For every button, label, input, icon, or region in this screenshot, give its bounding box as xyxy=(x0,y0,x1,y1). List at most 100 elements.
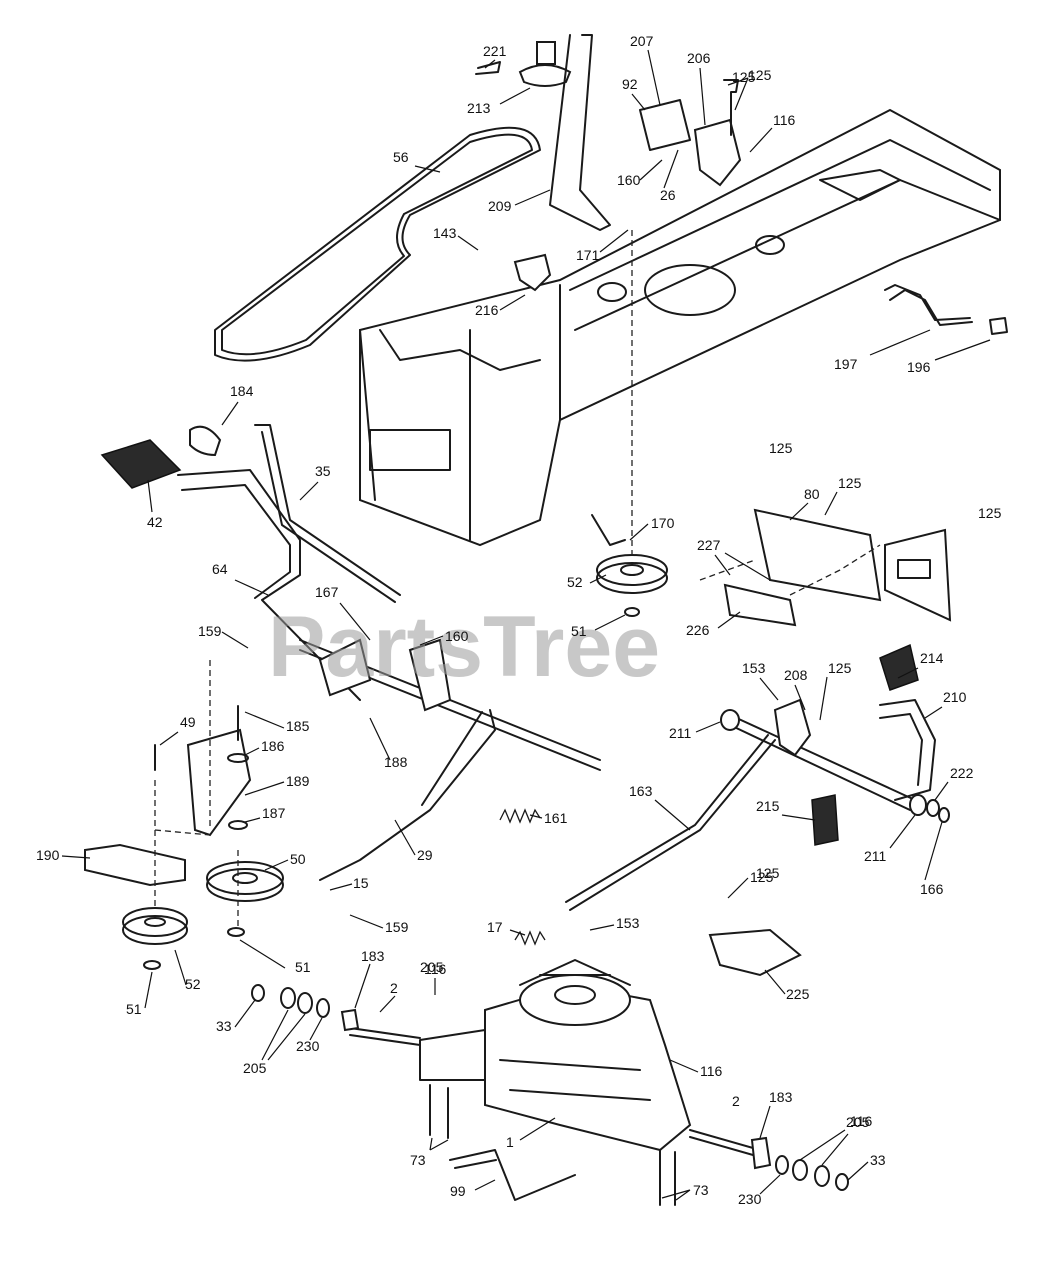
callout-label: 197 xyxy=(834,356,858,372)
axle-seal-183-right xyxy=(750,1136,772,1170)
callout-label: 2 xyxy=(390,980,398,996)
washer-51-a xyxy=(227,927,245,937)
bracket-216 xyxy=(513,253,552,292)
callouts: 221 213 207 92 206 125 116 56 160 26 209… xyxy=(36,33,1002,1207)
callout-label: 206 xyxy=(687,50,711,66)
callout-label: 56 xyxy=(393,149,409,165)
pulley-52-center xyxy=(596,554,668,594)
callout-label: 170 xyxy=(651,515,675,531)
rod-99 xyxy=(449,1149,576,1201)
callout-label: 222 xyxy=(950,765,974,781)
washer-205-right-b xyxy=(814,1165,830,1187)
bracket-167 xyxy=(318,638,372,697)
callout-label: 183 xyxy=(769,1089,793,1105)
callout-label: 166 xyxy=(920,881,944,897)
bolt-125-top xyxy=(723,79,739,136)
callout-label: 51 xyxy=(126,1001,142,1017)
callout-label: 211 xyxy=(669,725,692,741)
callout-label: 183 xyxy=(361,948,385,964)
bracket-207 xyxy=(639,99,691,151)
washer-51-center xyxy=(624,607,640,617)
callout-label: 221 xyxy=(483,43,507,59)
washer-205-right-a xyxy=(792,1159,808,1181)
callout-label: 35 xyxy=(315,463,331,479)
callout-label: 230 xyxy=(738,1191,762,1207)
callout-label: 205 xyxy=(243,1060,267,1076)
pad-215 xyxy=(811,794,839,846)
dash-right xyxy=(699,544,881,596)
callout-label: 116 xyxy=(773,112,796,128)
callout-label: 226 xyxy=(686,622,710,638)
callout-label: 51 xyxy=(571,623,587,639)
washer-187 xyxy=(228,820,248,830)
spring-17 xyxy=(514,930,546,946)
bracket-189 xyxy=(186,728,252,837)
callout-label: 50 xyxy=(290,851,306,867)
callout-label: 186 xyxy=(261,738,285,754)
chassis-frame xyxy=(359,108,1001,547)
callout-label: 225 xyxy=(786,986,810,1002)
bracket-208 xyxy=(773,698,812,757)
callout-label: 33 xyxy=(870,1152,886,1168)
callout-label: 2 xyxy=(732,1093,740,1109)
callout-label: 159 xyxy=(385,919,409,935)
callout-label: 99 xyxy=(450,1183,466,1199)
callout-label: 15 xyxy=(353,875,369,891)
callout-label: 64 xyxy=(212,561,228,577)
washer-51-b xyxy=(143,960,161,970)
callout-label: 187 xyxy=(262,805,286,821)
callout-label: 213 xyxy=(467,100,491,116)
transaxle xyxy=(349,959,761,1158)
rod-163 xyxy=(565,734,776,911)
callout-label: 80 xyxy=(804,486,820,502)
washer-230-right xyxy=(775,1155,789,1175)
washer-186 xyxy=(227,753,249,763)
callout-label: 163 xyxy=(629,783,653,799)
bolts-73-right xyxy=(659,1149,676,1206)
callout-label: 167 xyxy=(315,584,339,600)
grip-42 xyxy=(100,439,182,489)
spring-161 xyxy=(499,808,541,824)
knob-213 xyxy=(518,41,572,87)
pedal-214 xyxy=(879,643,919,691)
clip-221-top xyxy=(475,61,501,75)
washer-166 xyxy=(938,807,950,823)
callout-label: 160 xyxy=(617,172,641,188)
bushing-211-left xyxy=(720,709,740,731)
callout-label: 125 xyxy=(750,869,774,885)
callout-label: 52 xyxy=(185,976,201,992)
washer-230-left xyxy=(316,998,330,1018)
watermark: PartsTree xyxy=(268,599,660,695)
plate-190 xyxy=(84,843,186,887)
callout-label: 125 xyxy=(748,67,772,83)
rod-197 xyxy=(884,284,973,326)
callout-label: 215 xyxy=(756,798,780,814)
washer-205-left-a xyxy=(280,987,296,1009)
callout-label: 125 xyxy=(756,865,780,881)
callout-label: 52 xyxy=(567,574,583,590)
callout-label: 73 xyxy=(410,1152,426,1168)
callout-label: 189 xyxy=(286,773,310,789)
callout-label: 159 xyxy=(198,623,222,639)
callout-label: 49 xyxy=(180,714,196,730)
callout-label: 33 xyxy=(216,1018,232,1034)
callout-label: 227 xyxy=(697,537,721,553)
callout-label: 211 xyxy=(864,848,887,864)
callout-label: 161 xyxy=(544,810,568,826)
plate-206 xyxy=(693,118,742,187)
washer-205-left-b xyxy=(297,992,313,1014)
callout-label: 51 xyxy=(295,959,311,975)
bolt-196 xyxy=(989,317,1008,335)
pedal-arm-210 xyxy=(879,699,936,801)
callout-label: 125 xyxy=(769,440,793,456)
axle-seal-183-left xyxy=(340,1008,360,1032)
callout-label: 230 xyxy=(296,1038,320,1054)
callout-label: 214 xyxy=(920,650,944,666)
callout-label: 29 xyxy=(417,847,433,863)
plate-225 xyxy=(708,928,802,977)
pulley-50 xyxy=(206,861,284,902)
lever-64 xyxy=(177,469,361,701)
callout-label: 92 xyxy=(622,76,638,92)
leader-lines xyxy=(61,49,991,1201)
